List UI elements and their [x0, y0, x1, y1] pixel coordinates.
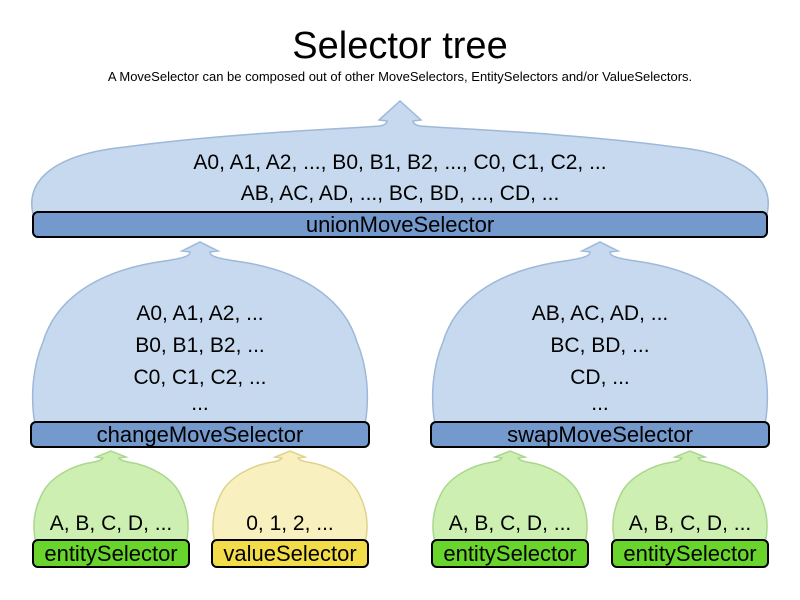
entity-cloud-3-with-arrow-up-icon: [612, 450, 768, 544]
entity-selector-bar-2: entitySelector: [431, 539, 589, 568]
change-items-line-3: C0, C1, C2, ...: [133, 366, 267, 389]
value-items: 0, 1, 2, ...: [246, 512, 334, 535]
value-selector-bar: valueSelector: [211, 539, 369, 568]
swap-items-line-1: AB, AC, AD, ...: [531, 302, 669, 325]
union-items-line-2: AB, AC, AD, ..., BC, BD, ..., CD, ...: [240, 182, 560, 205]
change-items-line-2: B0, B1, B2, ...: [135, 334, 265, 357]
union-items-line-1: A0, A1, A2, ..., B0, B1, B2, ..., C0, C1…: [193, 151, 607, 174]
union-cloud-with-arrow-up-icon: [31, 99, 769, 215]
change-move-selector-bar: changeMoveSelector: [30, 421, 370, 448]
swap-items-line-3: CD, ...: [570, 366, 630, 389]
change-items-line-1: A0, A1, A2, ...: [136, 302, 264, 325]
change-cloud-with-arrow-up-icon: [31, 241, 369, 426]
value-cloud-with-arrow-up-icon: [212, 450, 368, 544]
swap-items-ellipsis: ...: [591, 392, 609, 415]
swap-cloud-with-arrow-up-icon: [431, 241, 769, 426]
entity-cloud-2-with-arrow-up-icon: [432, 450, 588, 544]
entity-selector-bar-1: entitySelector: [32, 539, 190, 568]
diagram-subtitle: A MoveSelector can be composed out of ot…: [107, 69, 693, 84]
entity-items-3: A, B, C, D, ...: [628, 512, 752, 535]
entity-selector-bar-3: entitySelector: [611, 539, 769, 568]
diagram-title: Selector tree: [292, 25, 508, 67]
swap-move-selector-bar: swapMoveSelector: [430, 421, 770, 448]
entity-cloud-1-with-arrow-up-icon: [33, 450, 189, 544]
union-move-selector-bar: unionMoveSelector: [32, 211, 768, 238]
change-items-ellipsis: ...: [191, 392, 209, 415]
entity-items-2: A, B, C, D, ...: [448, 512, 572, 535]
entity-items-1: A, B, C, D, ...: [49, 512, 173, 535]
swap-items-line-2: BC, BD, ...: [550, 334, 650, 357]
